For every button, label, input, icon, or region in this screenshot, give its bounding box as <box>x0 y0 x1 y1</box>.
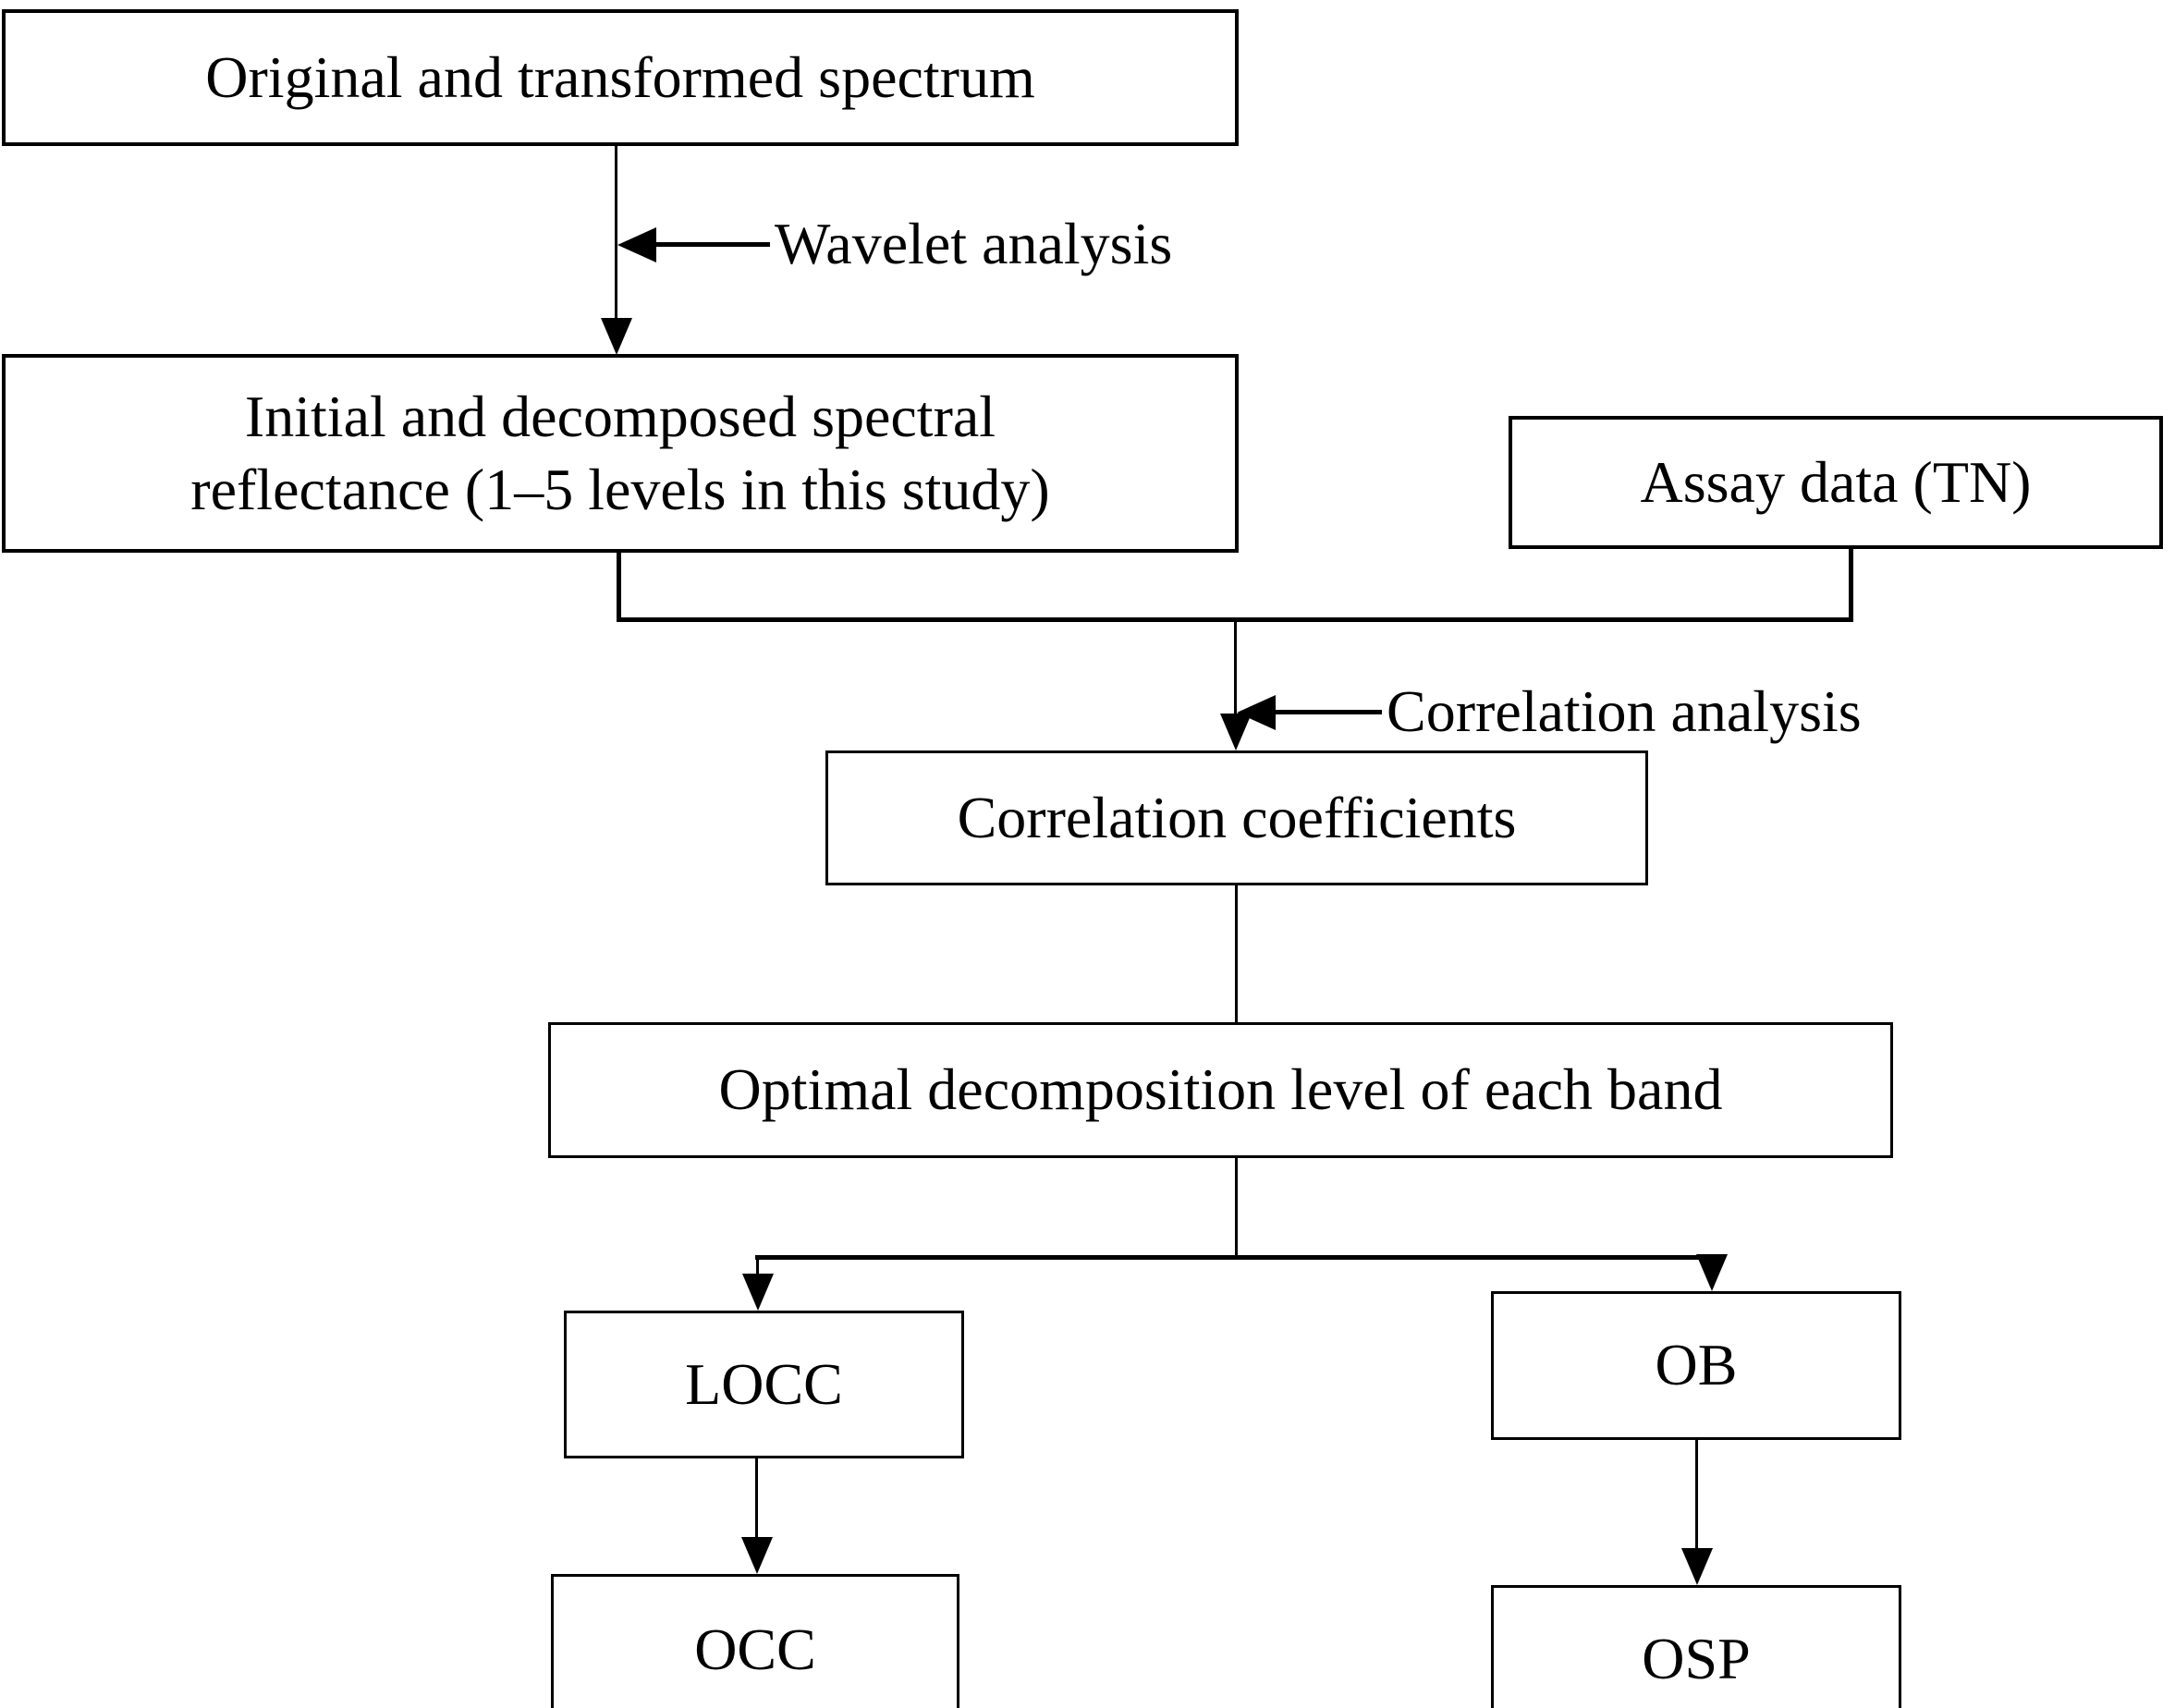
edge-label-wavelet-arrowhead <box>617 227 656 262</box>
edge-label-correlation-arrowhead <box>1237 695 1276 730</box>
node-label: Assay data (TN) <box>1640 448 2032 515</box>
edge-split-bar <box>755 1255 1713 1260</box>
edge-original-to-initial-line <box>615 146 617 318</box>
node-occ[interactable]: OCC <box>551 1574 959 1708</box>
edge-label-correlation-analysis: Correlation analysis <box>1387 678 1862 744</box>
edge-junction-to-corrcoef-line <box>1234 617 1237 717</box>
edge-corrcoef-to-optimal-line <box>1235 885 1238 1022</box>
edge-original-to-initial-arrowhead <box>601 318 632 355</box>
node-label: LOCC <box>685 1350 843 1417</box>
edge-label-correlation-pointer-line <box>1276 710 1382 714</box>
node-correlation-coefficients[interactable]: Correlation coefficients <box>825 750 1648 885</box>
edge-locc-to-occ-line <box>755 1458 758 1540</box>
node-label: OSP <box>1642 1625 1751 1691</box>
node-osp[interactable]: OSP <box>1491 1585 1901 1708</box>
node-label: OB <box>1655 1332 1738 1398</box>
node-original-and-transformed-spectrum[interactable]: Original and transformed spectrum <box>2 9 1239 146</box>
node-optimal-decomposition-level-of-each-band[interactable]: Optimal decomposition level of each band <box>548 1022 1893 1158</box>
edge-initial-to-junction-line <box>617 553 621 622</box>
edge-split-to-locc-line <box>756 1255 759 1275</box>
node-label: Initial and decomposed spectral reflecta… <box>190 384 1050 522</box>
edge-assay-to-junction-line <box>1849 548 1853 622</box>
edge-ob-to-osp-line <box>1695 1440 1698 1551</box>
edge-label-wavelet-pointer-line <box>656 242 770 247</box>
edge-split-to-locc-arrowhead <box>742 1274 774 1311</box>
node-label: Correlation coefficients <box>957 784 1517 850</box>
edge-split-to-ob-arrowhead <box>1696 1254 1728 1291</box>
node-label: Original and transformed spectrum <box>205 43 1035 110</box>
edge-optimal-to-split-line <box>1235 1158 1238 1257</box>
node-ob[interactable]: OB <box>1491 1291 1901 1440</box>
edge-label-wavelet-analysis: Wavelet analysis <box>775 211 1173 276</box>
node-initial-and-decomposed-spectral-reflectance[interactable]: Initial and decomposed spectral reflecta… <box>2 354 1239 553</box>
node-assay-data-tn[interactable]: Assay data (TN) <box>1509 416 2163 549</box>
node-locc[interactable]: LOCC <box>564 1311 964 1458</box>
node-label: OCC <box>694 1616 816 1683</box>
edge-locc-to-occ-arrowhead <box>741 1537 773 1574</box>
edge-ob-to-osp-arrowhead <box>1681 1548 1713 1585</box>
node-label: Optimal decomposition level of each band <box>718 1056 1723 1123</box>
